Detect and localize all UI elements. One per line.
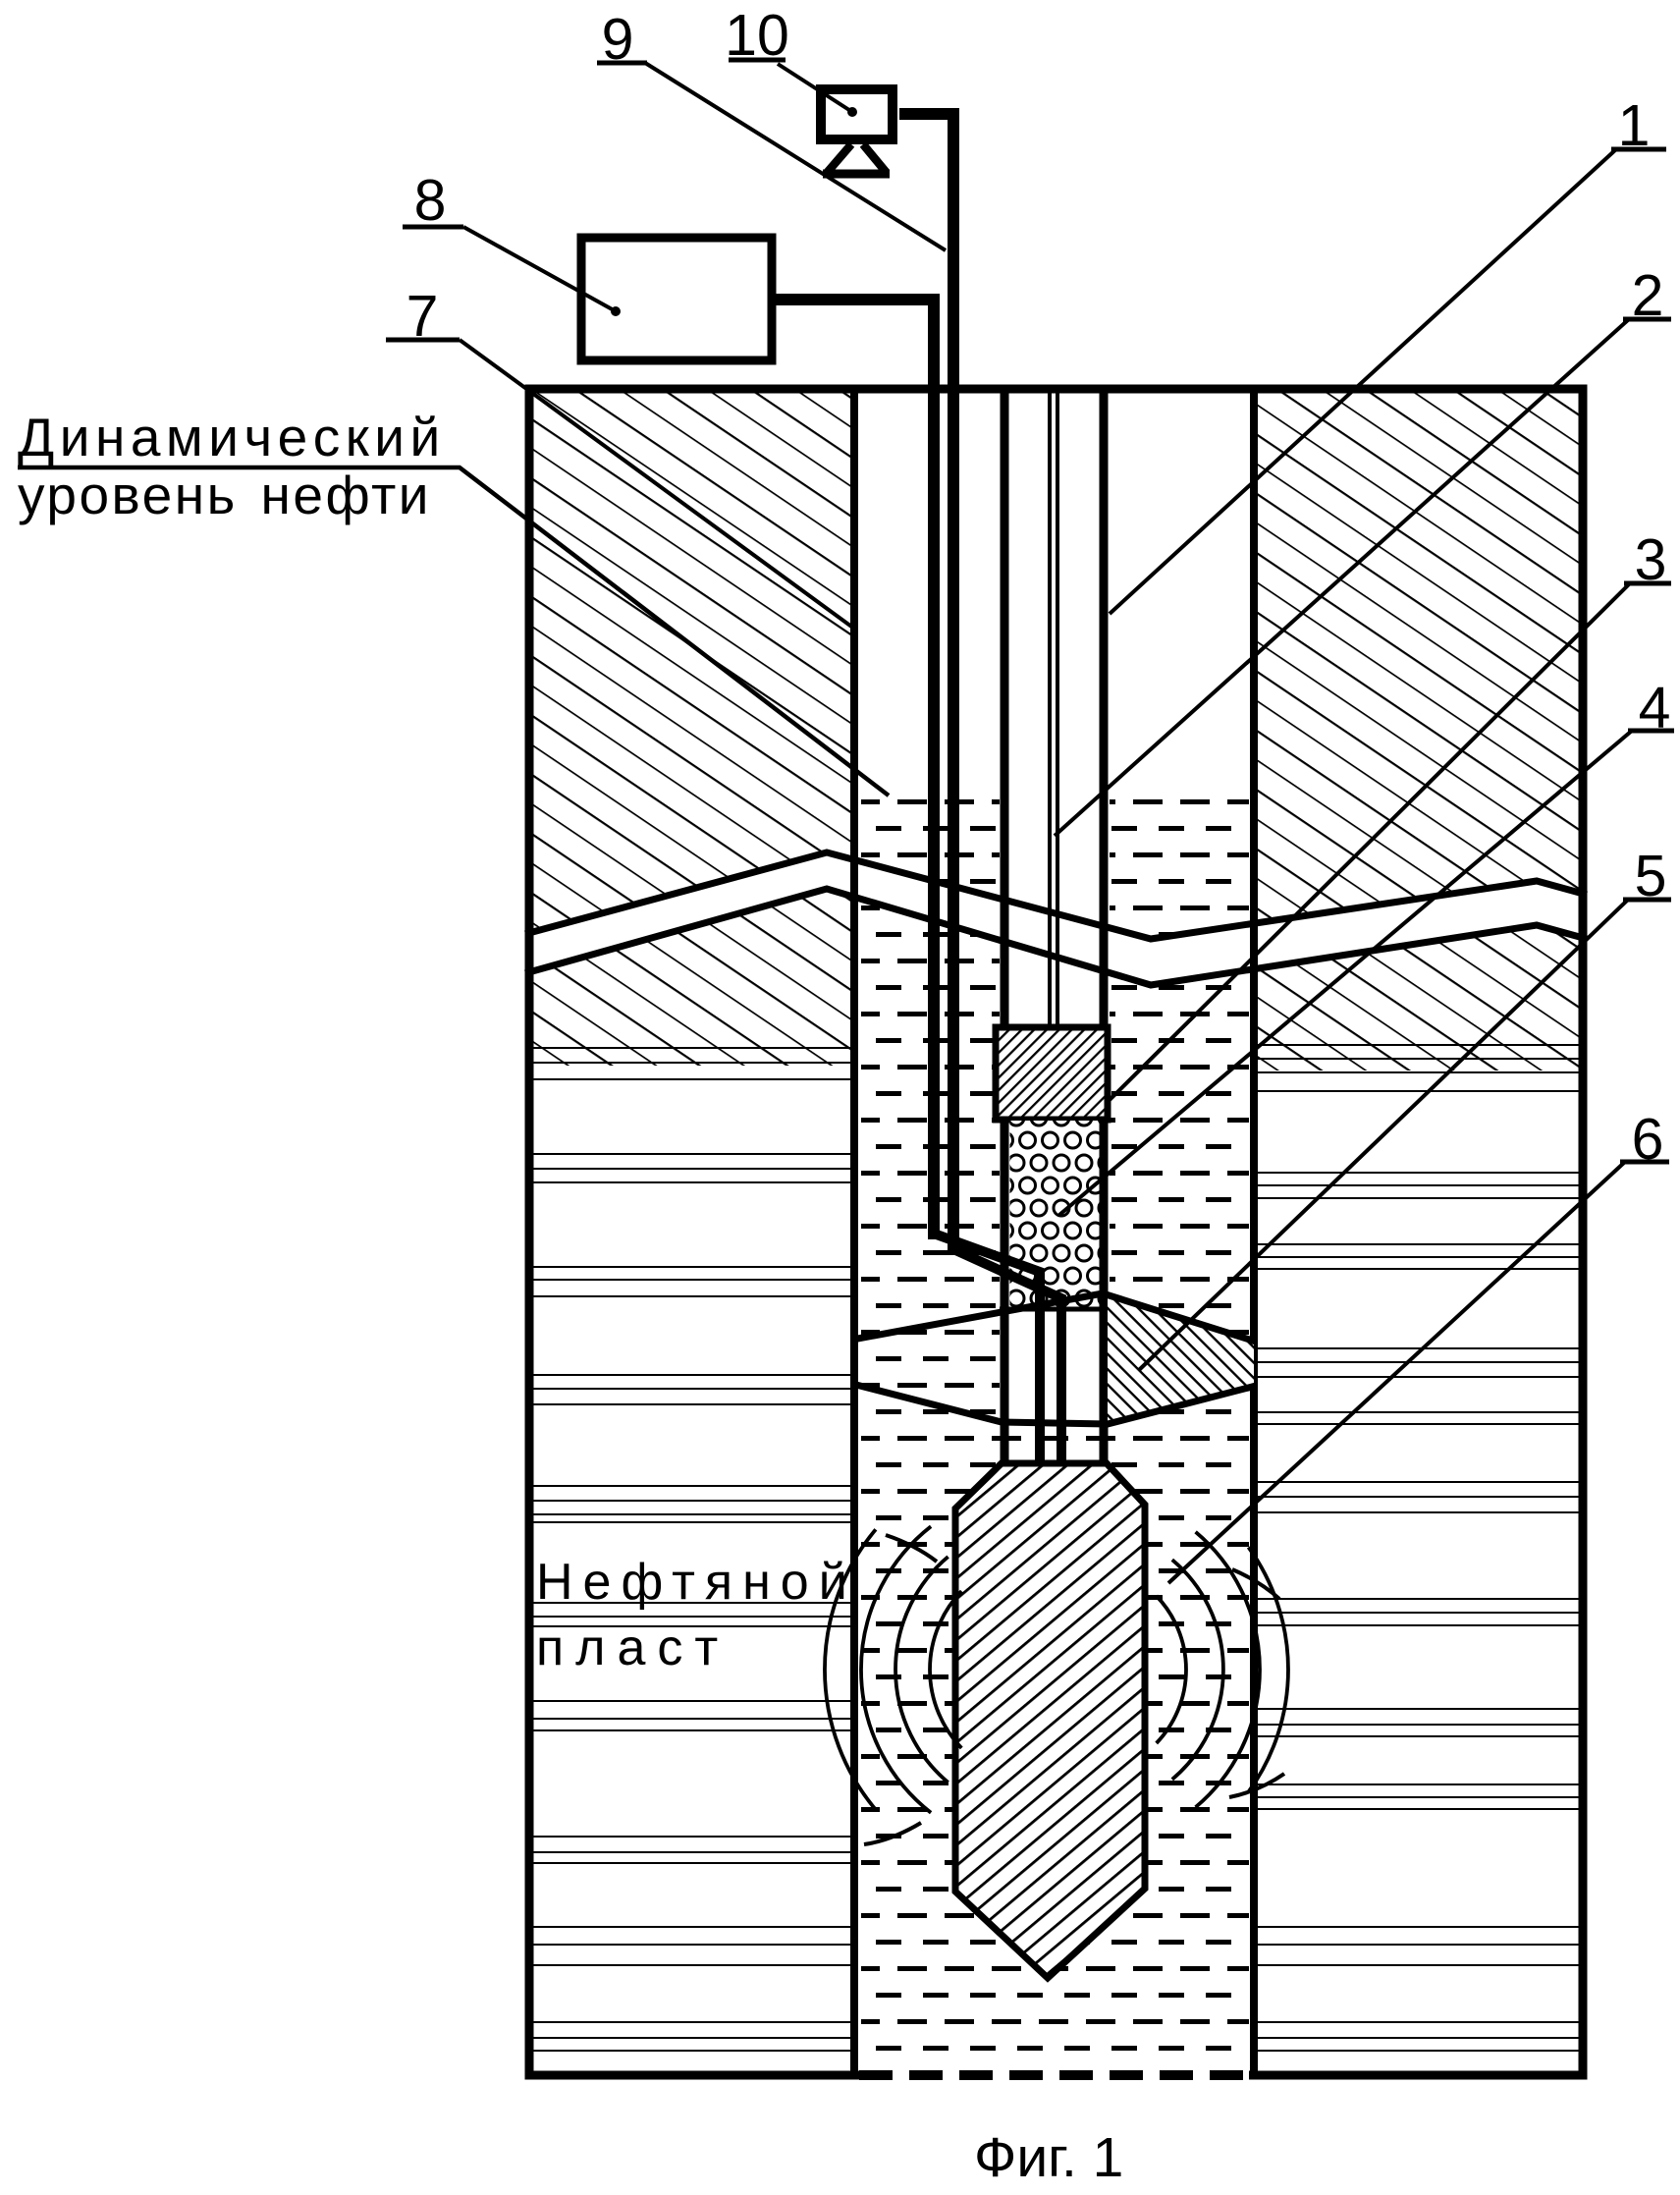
svg-text:9: 9	[602, 7, 634, 72]
svg-text:8: 8	[414, 168, 447, 233]
svg-text:5: 5	[1635, 844, 1667, 908]
svg-text:Нефтяной: Нефтяной	[536, 1554, 857, 1611]
svg-text:Фиг. 1: Фиг. 1	[974, 2126, 1123, 2189]
svg-text:10: 10	[725, 3, 789, 68]
svg-text:пласт: пласт	[536, 1619, 730, 1676]
svg-text:4: 4	[1639, 676, 1671, 741]
svg-text:уровень нефти: уровень нефти	[18, 465, 431, 525]
svg-text:2: 2	[1632, 263, 1664, 328]
svg-text:6: 6	[1632, 1107, 1664, 1172]
svg-text:Динамический: Динамический	[18, 407, 446, 467]
svg-text:1: 1	[1618, 93, 1651, 158]
svg-text:7: 7	[406, 284, 439, 349]
svg-text:3: 3	[1635, 527, 1667, 592]
